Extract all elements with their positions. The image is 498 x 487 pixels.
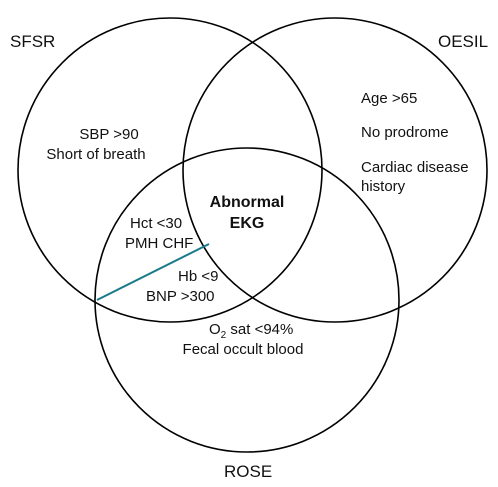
sfsr-rose-criterion-hb: Hb <9 — [178, 268, 218, 285]
oesil-criterion-age: Age >65 — [361, 90, 417, 107]
oesil-label: OESIL — [438, 32, 488, 51]
sfsr-label: SFSR — [10, 32, 55, 51]
rose-label: ROSE — [224, 462, 272, 481]
o2-subscript: 2 — [221, 330, 227, 341]
sfsr-criterion-breath: Short of breath — [46, 146, 145, 163]
sfsr-criterion-sbp: SBP >90 — [79, 126, 138, 143]
center-criterion-ekg: EKG — [230, 215, 265, 232]
sfsr-circle — [17, 17, 323, 323]
oesil-criterion-prodrome: No prodrome — [361, 124, 449, 141]
sfsr-rose-criterion-chf: PMH CHF — [125, 235, 193, 252]
sfsr-rose-criterion-hct: Hct <30 — [130, 215, 182, 232]
oesil-circle — [182, 17, 488, 323]
oesil-criterion-cardiac: Cardiac disease — [361, 159, 469, 176]
region-divider-line — [96, 243, 210, 301]
rose-criterion-fecal: Fecal occult blood — [183, 341, 304, 358]
sfsr-rose-criterion-bnp: BNP >300 — [146, 288, 215, 305]
center-criterion-abnormal: Abnormal — [210, 194, 285, 211]
rose-criterion-o2: O2 sat <94% — [209, 321, 293, 341]
o2-prefix: O — [209, 321, 221, 338]
oesil-criterion-history: history — [361, 178, 406, 195]
rose-circle — [94, 147, 400, 453]
o2-suffix: sat <94% — [226, 321, 293, 338]
